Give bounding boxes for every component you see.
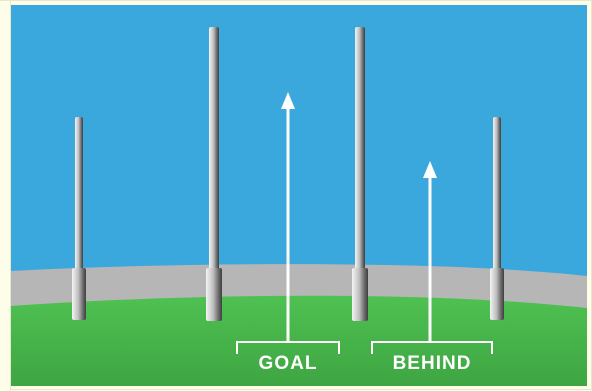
diagram-canvas: GOAL BEHIND — [11, 5, 587, 386]
goal-post-right-padding — [352, 268, 368, 321]
behind-label: BEHIND — [393, 353, 472, 374]
goal-post-left-padding — [206, 268, 222, 321]
behind-post-right-padding — [490, 268, 504, 320]
goal-post-left-upper — [209, 27, 219, 277]
goal-post-right-upper — [355, 27, 365, 277]
behind-post-left-padding — [72, 268, 86, 320]
behind-post-right-upper — [493, 117, 501, 277]
goal-posts-diagram: GOAL BEHIND — [11, 5, 587, 386]
left-border-strip — [0, 1, 11, 391]
goal-label: GOAL — [259, 353, 318, 374]
behind-post-left-upper — [75, 117, 83, 277]
